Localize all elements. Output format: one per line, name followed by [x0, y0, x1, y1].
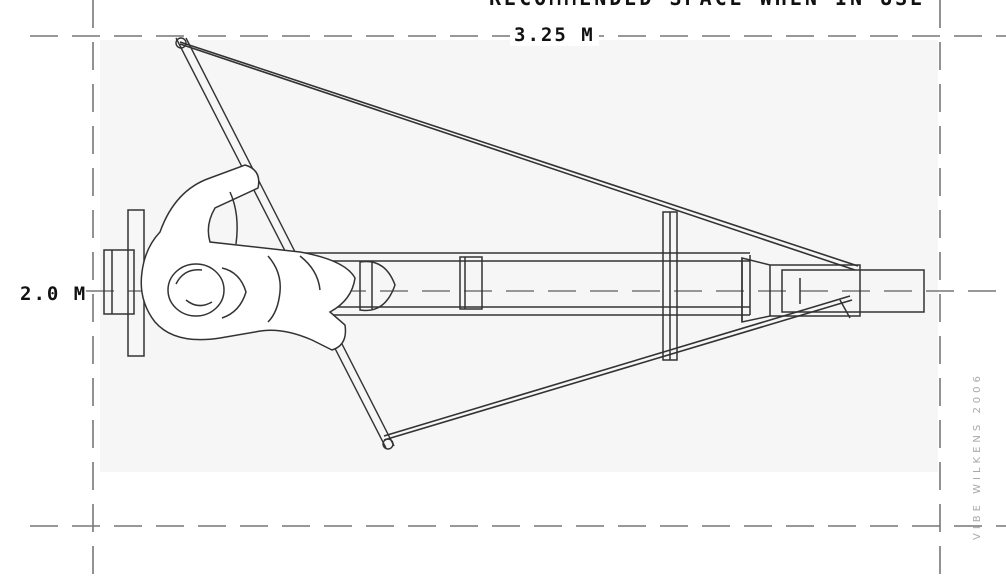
seat-slide [359, 256, 483, 312]
artist-credit: VIBE WILKENS 2006 [972, 372, 983, 540]
height-dimension-label: 2.0 M [20, 283, 88, 305]
oar [175, 37, 395, 450]
rower-head [167, 263, 225, 317]
front-frame [741, 257, 925, 323]
width-dimension-label: 3.25 M [510, 24, 599, 46]
rear-outrigger [103, 209, 145, 357]
rigging-cables [179, 41, 859, 441]
rower-figure [140, 164, 356, 351]
diagram-title: RECOMMENDED SPACE WHEN IN USE [489, 0, 925, 10]
footrest-crossbar [662, 211, 678, 361]
